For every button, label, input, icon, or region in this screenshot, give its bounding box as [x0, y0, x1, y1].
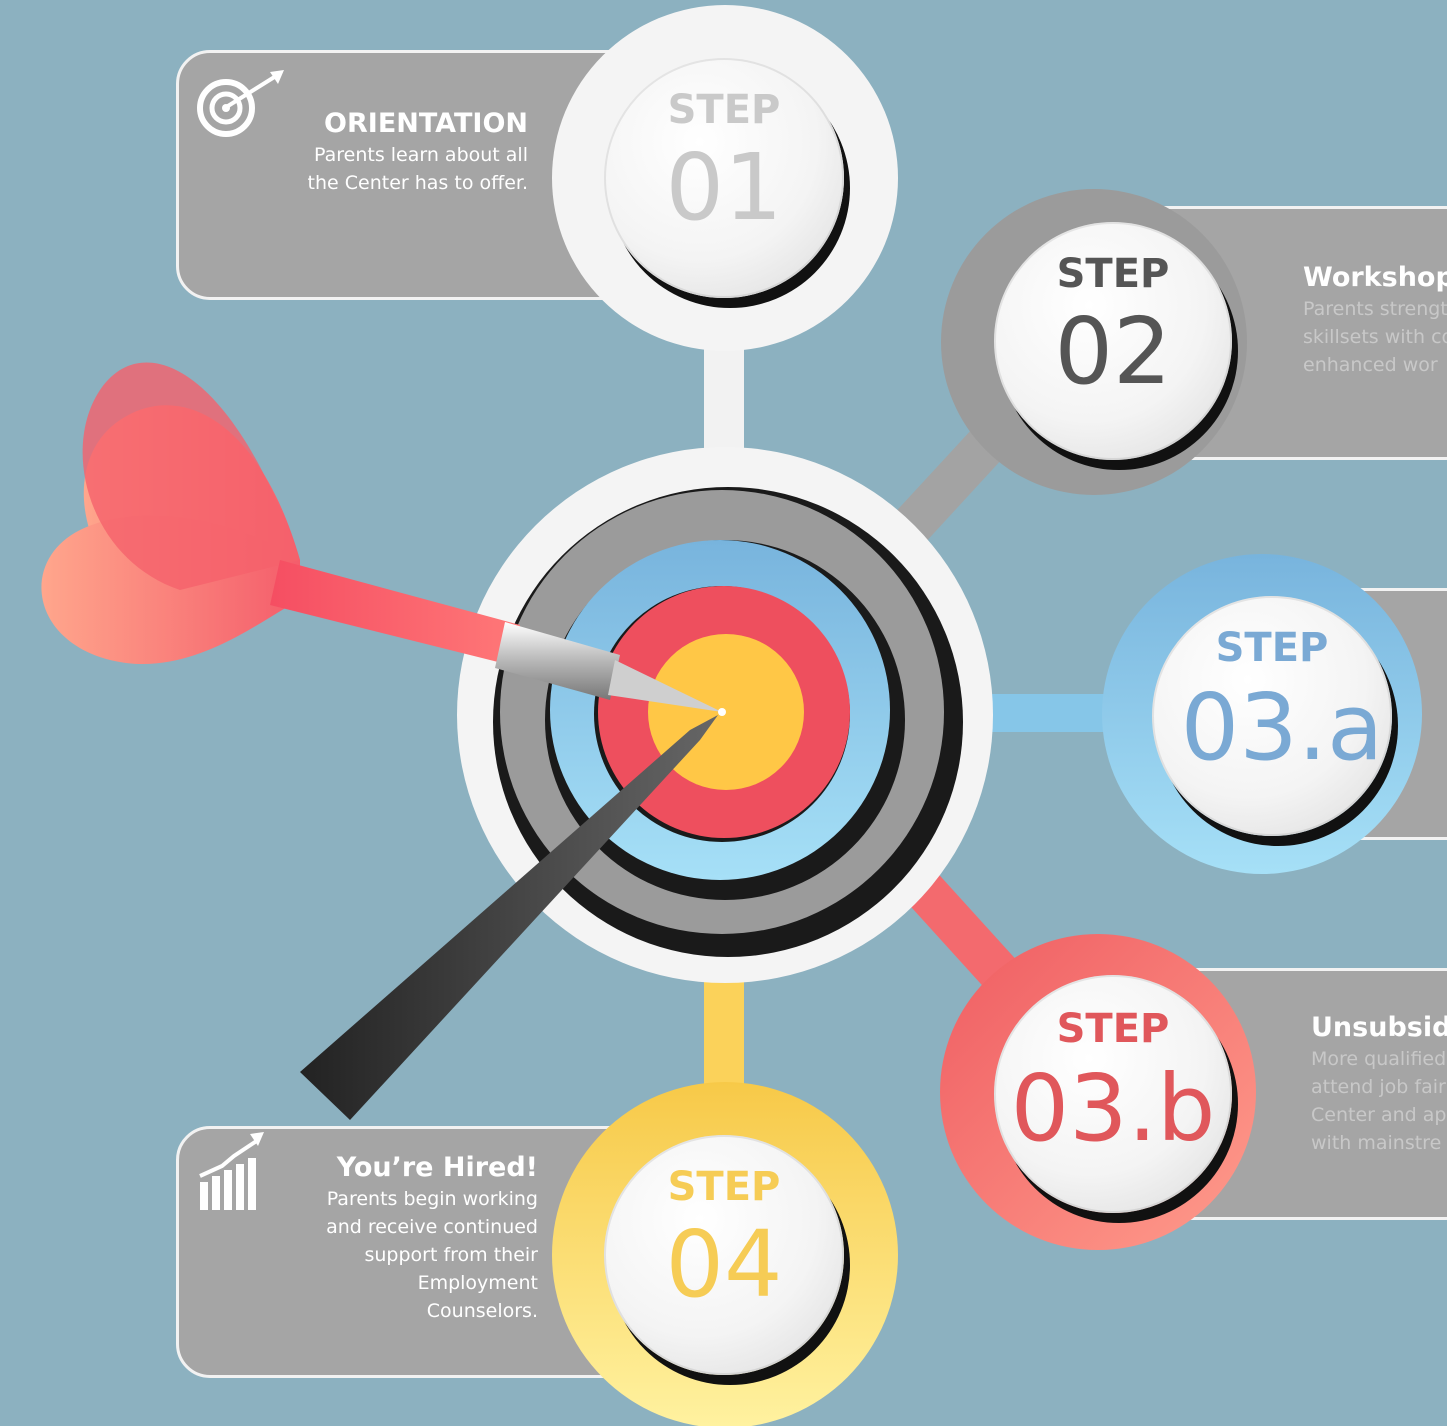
dart-flights	[41, 362, 301, 665]
desc-line: Parents begin working	[326, 1188, 538, 1210]
step-03a-badge: STEP 03.a	[1152, 596, 1392, 836]
step-label: STEP	[667, 87, 781, 133]
desc-line: More qualified	[1311, 1048, 1447, 1070]
step-03b-badge: STEP 03.b	[994, 975, 1232, 1213]
dart-shadow	[300, 715, 718, 1120]
desc-line: and receive continued	[326, 1216, 538, 1238]
step-number: 01	[665, 134, 783, 241]
step-label: STEP	[1056, 1006, 1170, 1052]
desc-line: support from their	[364, 1244, 538, 1266]
dart-shaft	[270, 560, 520, 665]
step-01-badge: STEP 01	[604, 58, 844, 298]
step-number: 04	[665, 1211, 783, 1318]
desc-line: Center and ap	[1311, 1104, 1447, 1126]
step-number: 02	[1054, 298, 1172, 405]
title-orientation: ORIENTATION	[324, 108, 528, 139]
desc-line: Parents strengt	[1303, 298, 1447, 320]
step-label: STEP	[1056, 251, 1170, 297]
desc-line: Counselors.	[426, 1300, 538, 1322]
desc-line: enhanced wor	[1303, 354, 1438, 376]
step-label: STEP	[1215, 625, 1329, 671]
desc-line: skillsets with co	[1303, 326, 1447, 348]
step-04-badge: STEP 04	[604, 1135, 844, 1375]
title-workshop: Workshop	[1303, 262, 1447, 293]
step-02-badge: STEP 02	[994, 222, 1232, 460]
desc-line: the Center has to offer.	[307, 172, 528, 194]
dart-barrel	[495, 622, 620, 700]
target-arrow-icon	[197, 70, 284, 137]
step-label: STEP	[667, 1164, 781, 1210]
desc-line: with mainstre	[1311, 1132, 1442, 1154]
dart-tip	[608, 660, 722, 712]
desc-line: Parents learn about all	[314, 144, 528, 166]
desc-line: Employment	[417, 1272, 538, 1294]
title-unsubsidized: Unsubsid	[1311, 1012, 1447, 1043]
panel-text-step-01: ORIENTATION Parents learn about all the …	[308, 107, 528, 197]
title-youre-hired: You’re Hired!	[336, 1152, 538, 1183]
desc-line: attend job fair	[1311, 1076, 1446, 1098]
panel-text-step-02: Workshop Parents strengt skillsets with …	[1303, 261, 1447, 379]
panel-text-step-03b: Unsubsid More qualified attend job fair …	[1311, 1011, 1447, 1157]
step-number: 03.b	[1010, 1055, 1216, 1162]
panel-text-step-04: You’re Hired! Parents begin working and …	[326, 1151, 538, 1325]
step-number: 03.a	[1180, 674, 1384, 781]
growth-chart-icon	[199, 1132, 264, 1210]
